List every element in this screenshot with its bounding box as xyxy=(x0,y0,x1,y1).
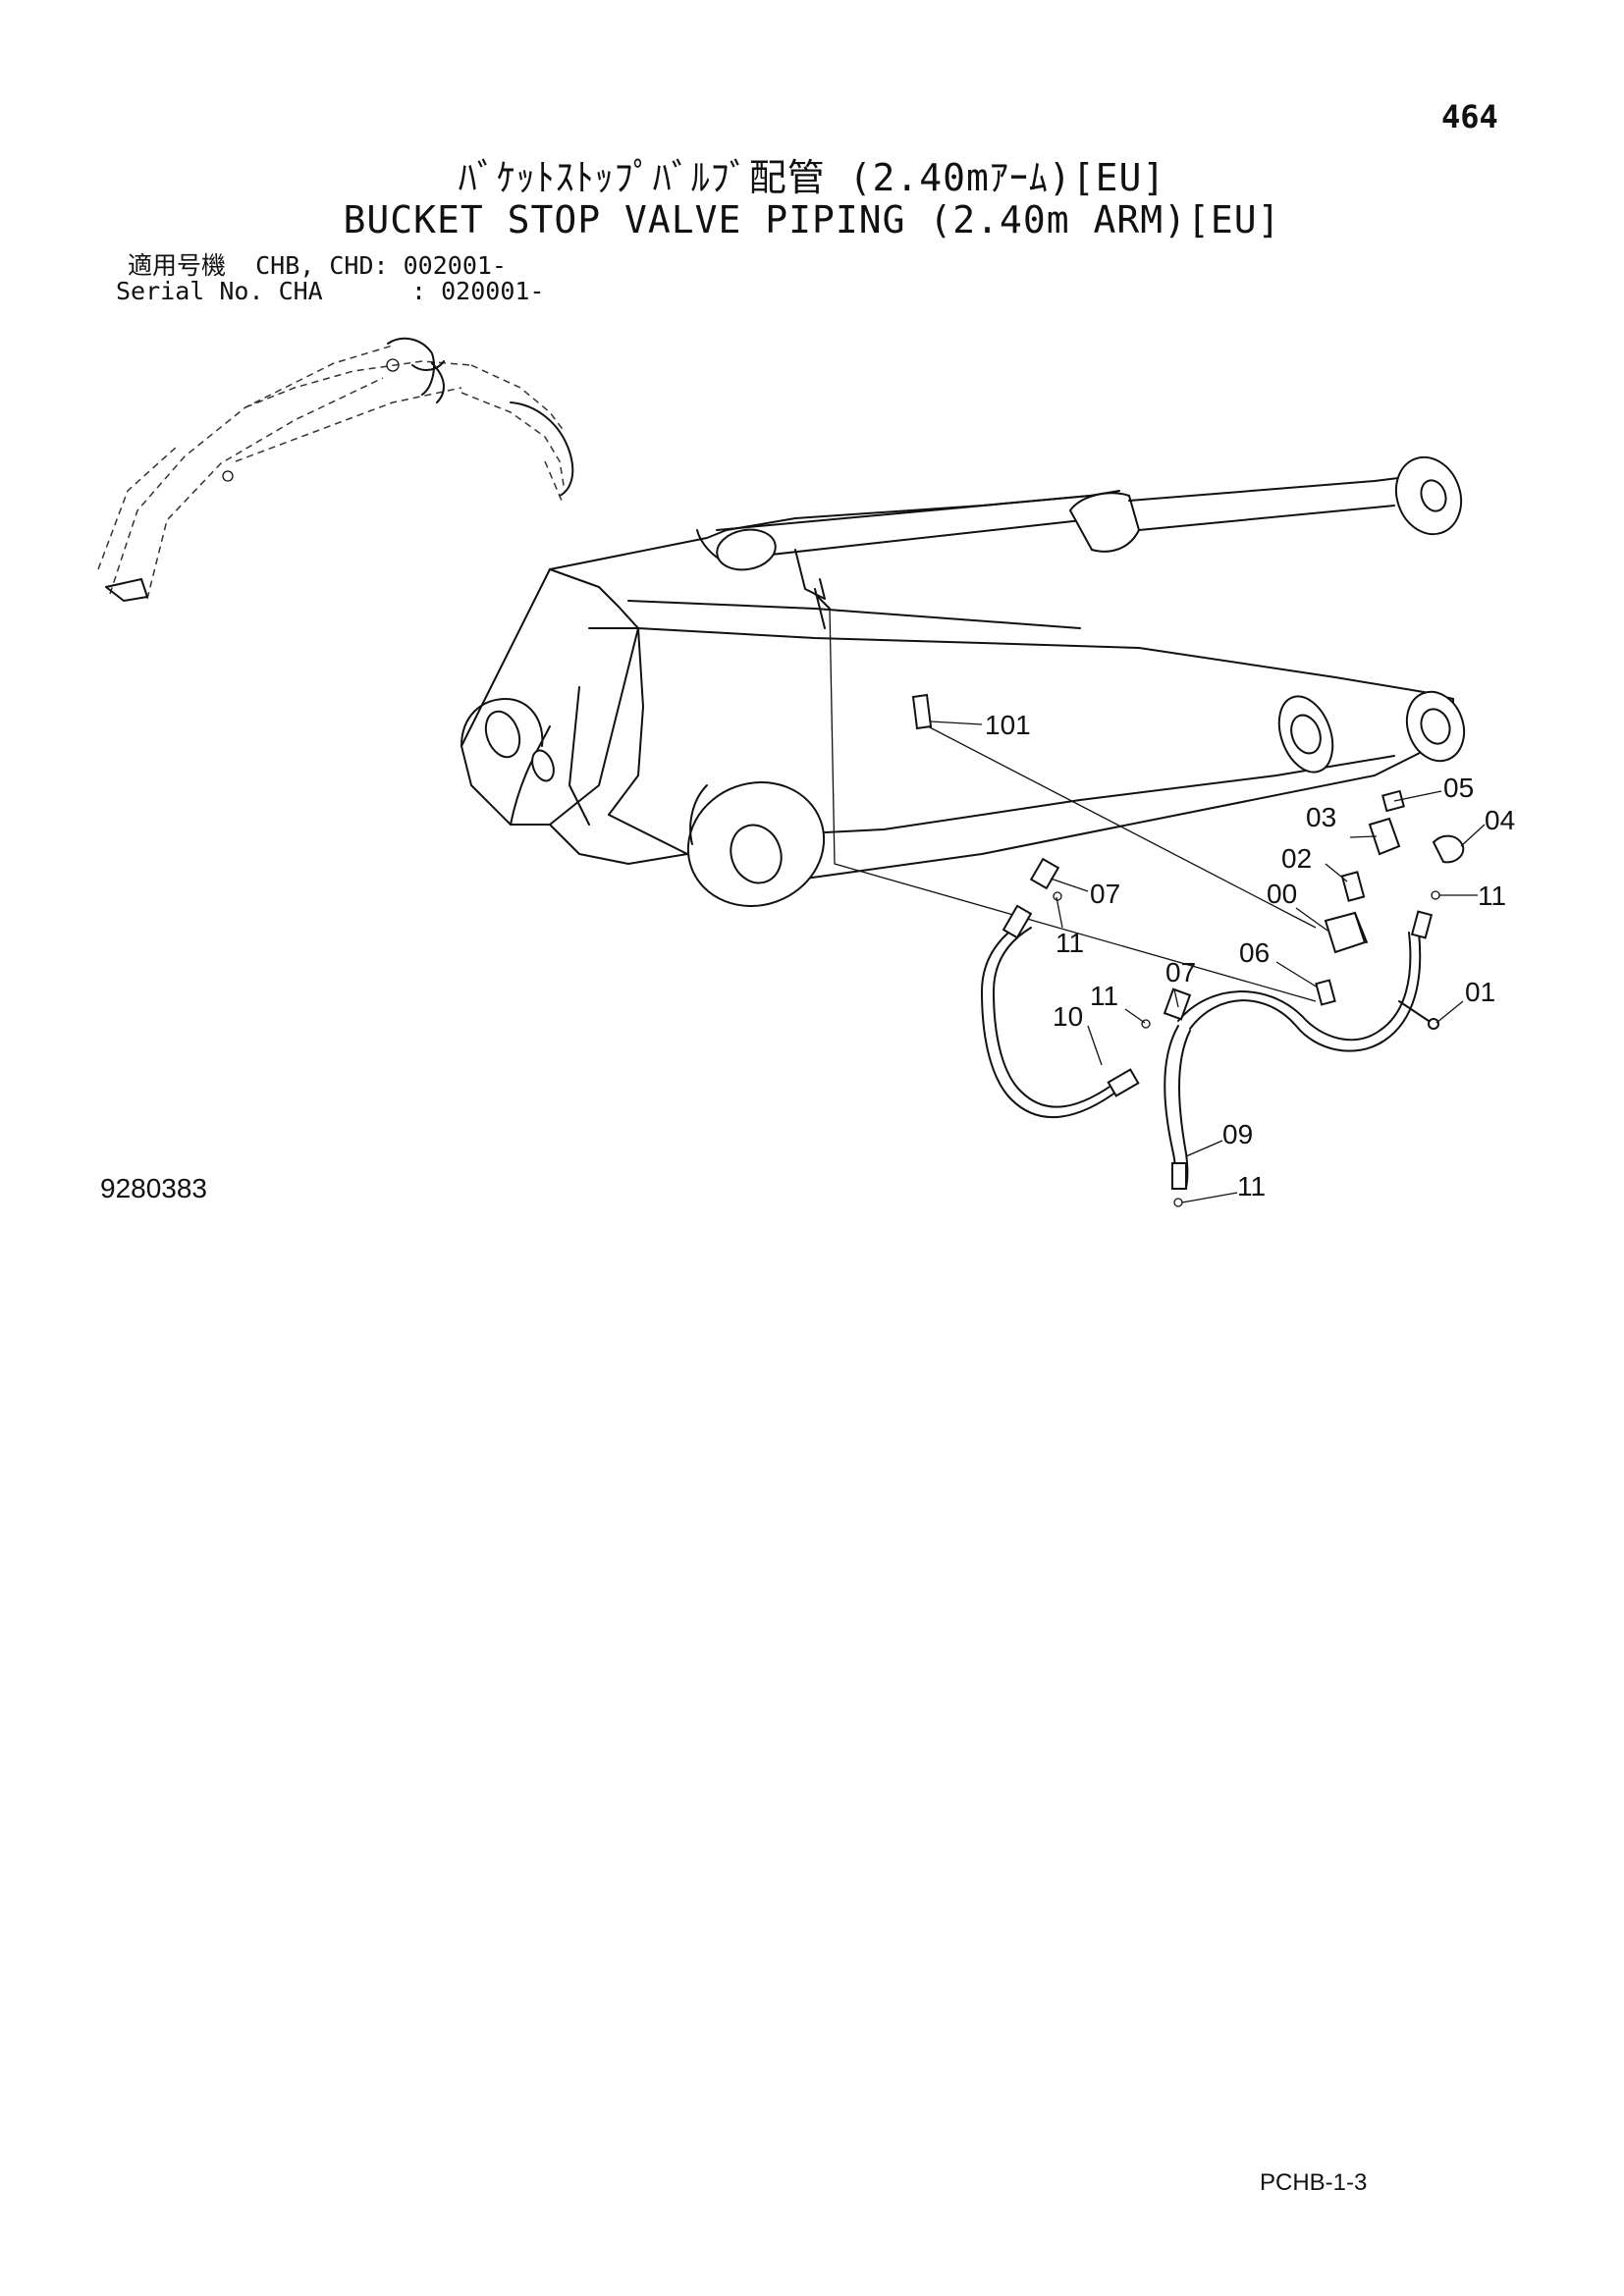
part-label-11-mid: 11 xyxy=(1090,981,1118,1011)
part-label-00: 00 xyxy=(1267,879,1297,909)
part-label-03: 03 xyxy=(1306,802,1336,832)
title-japanese: ﾊﾞｹｯﾄｽﾄｯﾌﾟﾊﾞﾙﾌﾞ配管 (2.40mｱｰﾑ)[EU] xyxy=(458,156,1166,199)
part-label-11-left: 11 xyxy=(1056,928,1084,958)
part-label-06: 06 xyxy=(1239,937,1270,968)
part-label-10: 10 xyxy=(1053,1001,1083,1032)
part-label-01: 01 xyxy=(1465,977,1495,1007)
title-english: BUCKET STOP VALVE PIPING (2.40m ARM)[EU] xyxy=(343,198,1281,241)
arm-body-drawing xyxy=(460,455,1466,1002)
part-label-11-bottom: 11 xyxy=(1237,1171,1266,1201)
footer-code: PCHB-1-3 xyxy=(1260,2169,1368,2196)
part-label-101: 101 xyxy=(985,710,1031,740)
drawing-number: 9280383 xyxy=(100,1173,208,1203)
part-label-02: 02 xyxy=(1281,843,1312,874)
part-labels: 101 05 03 04 02 07 11 00 11 06 07 11 10 … xyxy=(985,710,1515,1201)
overview-inset-drawing xyxy=(97,337,574,602)
hoses-and-fittings-drawing xyxy=(911,693,1465,1207)
part-label-07-top: 07 xyxy=(1090,879,1120,909)
part-label-07-mid: 07 xyxy=(1165,957,1196,988)
page-number: 464 xyxy=(1441,98,1498,135)
part-label-05: 05 xyxy=(1443,773,1474,803)
part-label-11-right: 11 xyxy=(1478,881,1506,911)
applicability-line-2: Serial No. CHA : 020001- xyxy=(116,277,545,305)
applicability-line-1: 適用号機 CHB, CHD: 002001- xyxy=(128,251,507,280)
leader-lines xyxy=(930,721,1486,1203)
part-label-04: 04 xyxy=(1485,805,1515,835)
part-label-09: 09 xyxy=(1222,1119,1253,1149)
